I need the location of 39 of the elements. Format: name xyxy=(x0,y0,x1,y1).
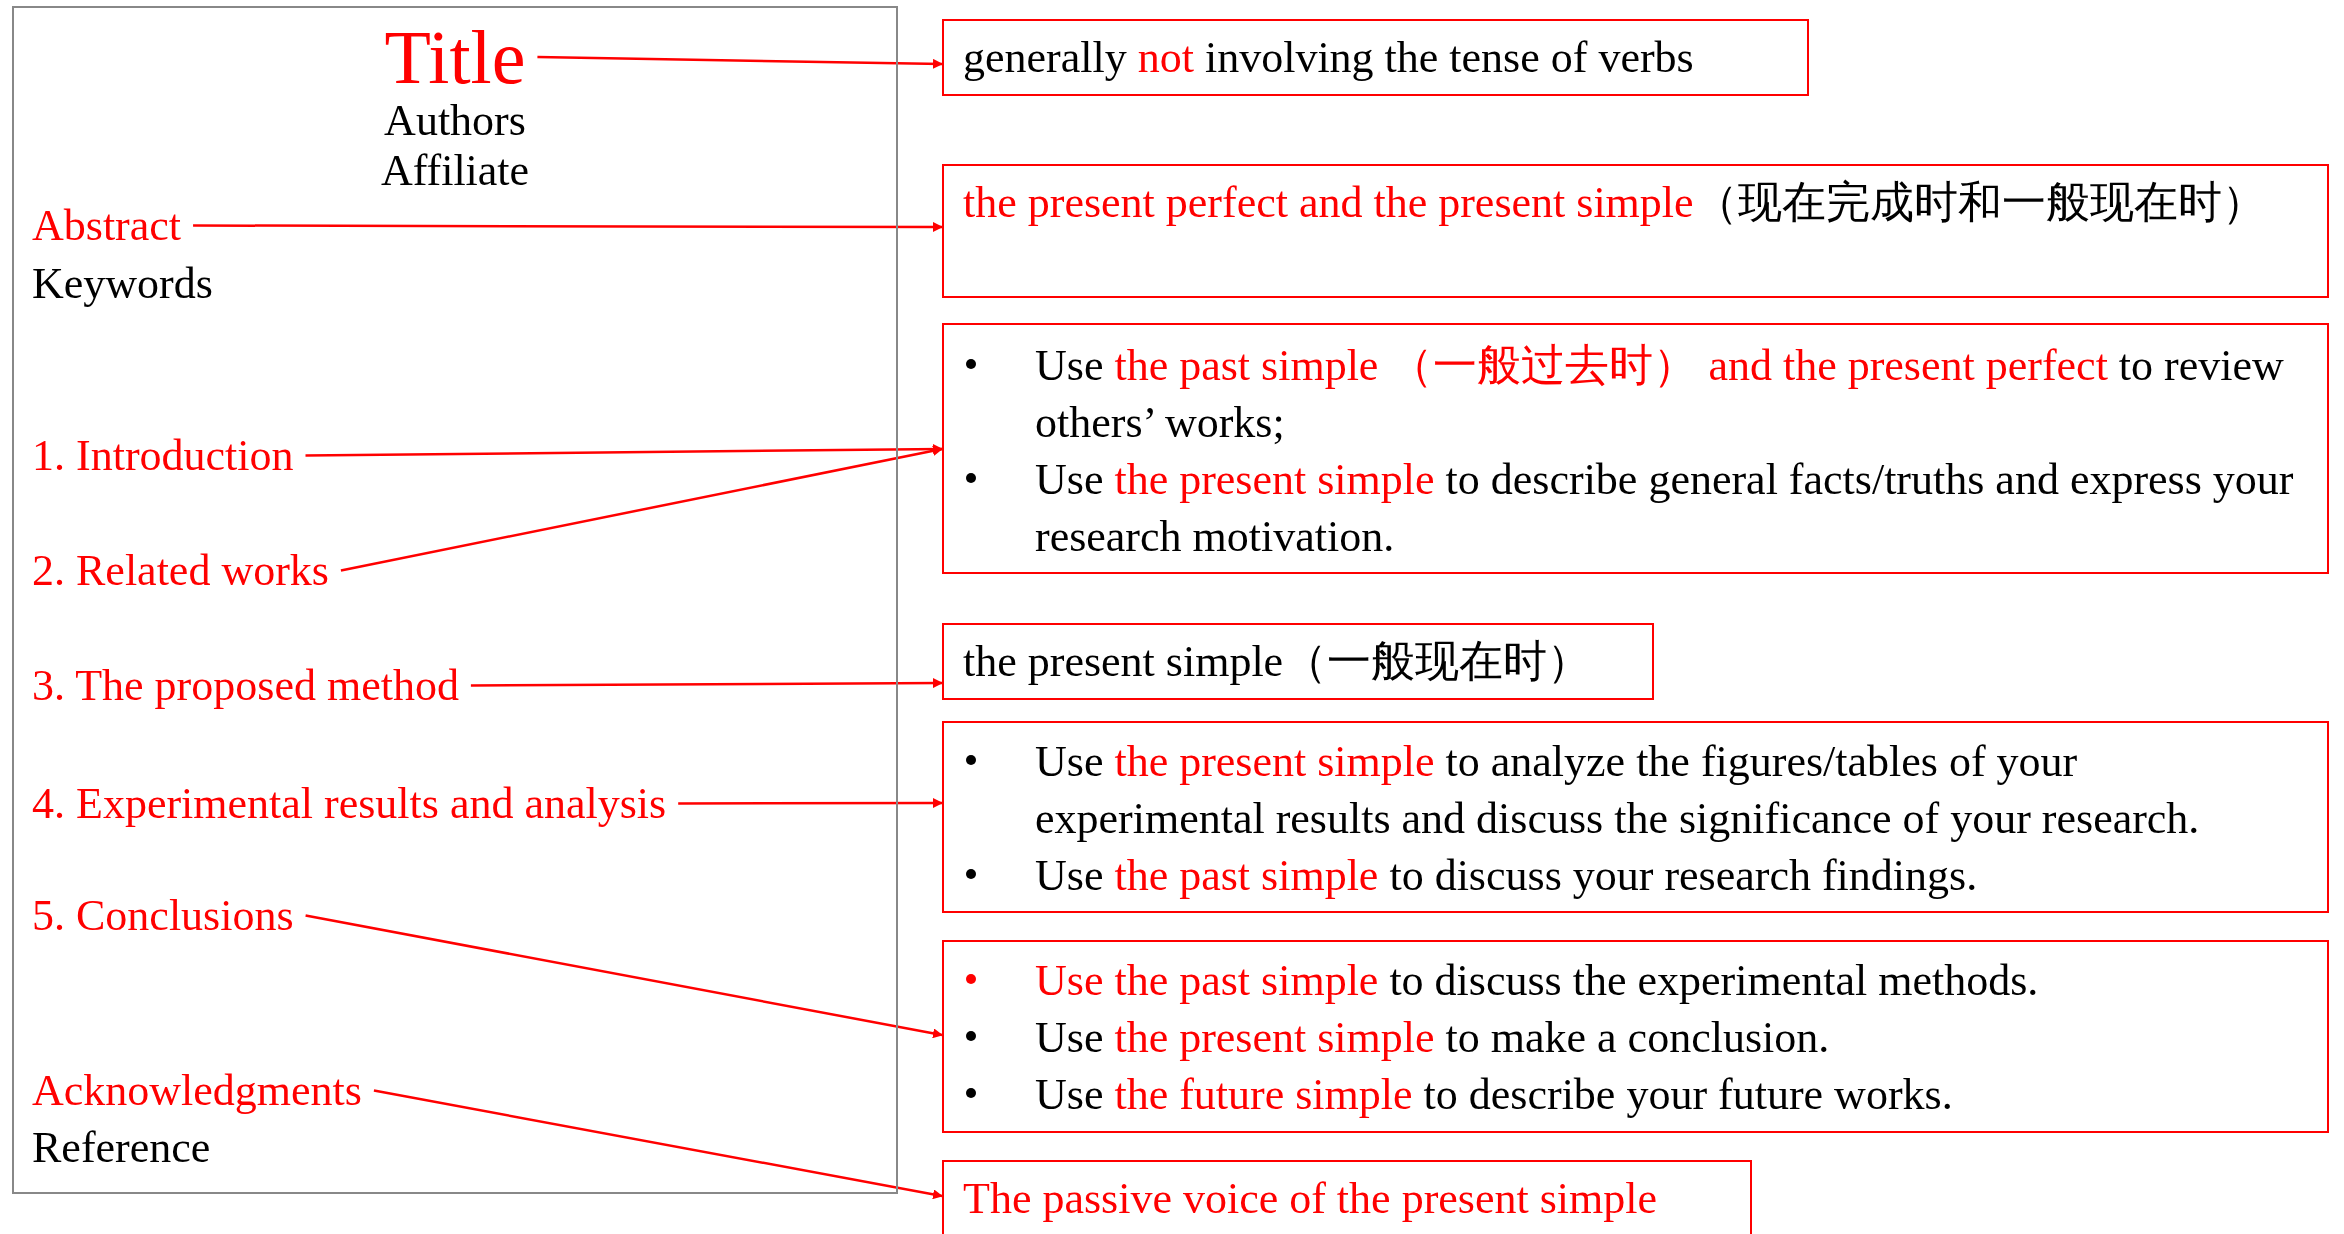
arrow xyxy=(193,222,943,232)
bullet-item: Use the present simple to analyze the figures/tables of your experimental results and discuss the significance of your research. xyxy=(963,733,2317,847)
paper-outline xyxy=(12,6,898,1194)
section-heading: 5. Conclusions xyxy=(32,887,294,944)
paper-section-text: Affiliate xyxy=(380,145,530,197)
paper-section-text: Authors xyxy=(384,95,526,147)
paper-section-text: Reference xyxy=(32,1122,211,1174)
section-heading: Acknowledgments xyxy=(32,1062,362,1119)
bullet-item: Use the present simple to describe general facts/truths and express your research motivation. xyxy=(963,451,2317,565)
bullet-item: Use the past simple to discuss the experimental methods. xyxy=(963,952,2317,1009)
arrow xyxy=(678,798,943,808)
bullet-item: Use the past simple （一般过去时） and the present perfect to review others’ works; xyxy=(963,337,2317,451)
note-text: the present simple（一般现在时） xyxy=(963,636,1593,688)
note-box xyxy=(942,19,1809,96)
arrow xyxy=(470,678,943,689)
note-box xyxy=(942,323,2329,574)
note-box xyxy=(942,721,2329,913)
note-box xyxy=(942,623,1654,700)
bullet-item: Use the future simple to describe your future works. xyxy=(963,1066,2317,1123)
note-text: The passive voice of the present simple xyxy=(963,1173,1658,1225)
arrow xyxy=(340,445,943,572)
note-box xyxy=(942,1160,1752,1234)
arrow xyxy=(305,444,943,457)
paper-section-text: Keywords xyxy=(32,258,213,310)
note-box xyxy=(942,940,2329,1133)
note-text: the present perfect and the present simple（现在完成时和一般现在时） xyxy=(963,177,2267,229)
section-heading: Abstract xyxy=(32,197,182,254)
section-heading: 2. Related works xyxy=(32,542,329,599)
section-heading: 4. Experimental results and analysis xyxy=(32,775,667,832)
arrow xyxy=(305,914,943,1039)
note-text: generally not involving the tense of verbs xyxy=(963,32,1695,84)
bullet-item: Use the past simple to discuss your research findings. xyxy=(963,847,2317,904)
note-box xyxy=(942,164,2329,298)
section-heading: 3. The proposed method xyxy=(32,657,459,714)
title-text: Title xyxy=(384,17,526,97)
arrow xyxy=(373,1089,943,1200)
section-heading: 1. Introduction xyxy=(32,427,294,484)
bullet-item: Use the present simple to make a conclusion. xyxy=(963,1009,2317,1066)
arrow xyxy=(537,55,943,69)
